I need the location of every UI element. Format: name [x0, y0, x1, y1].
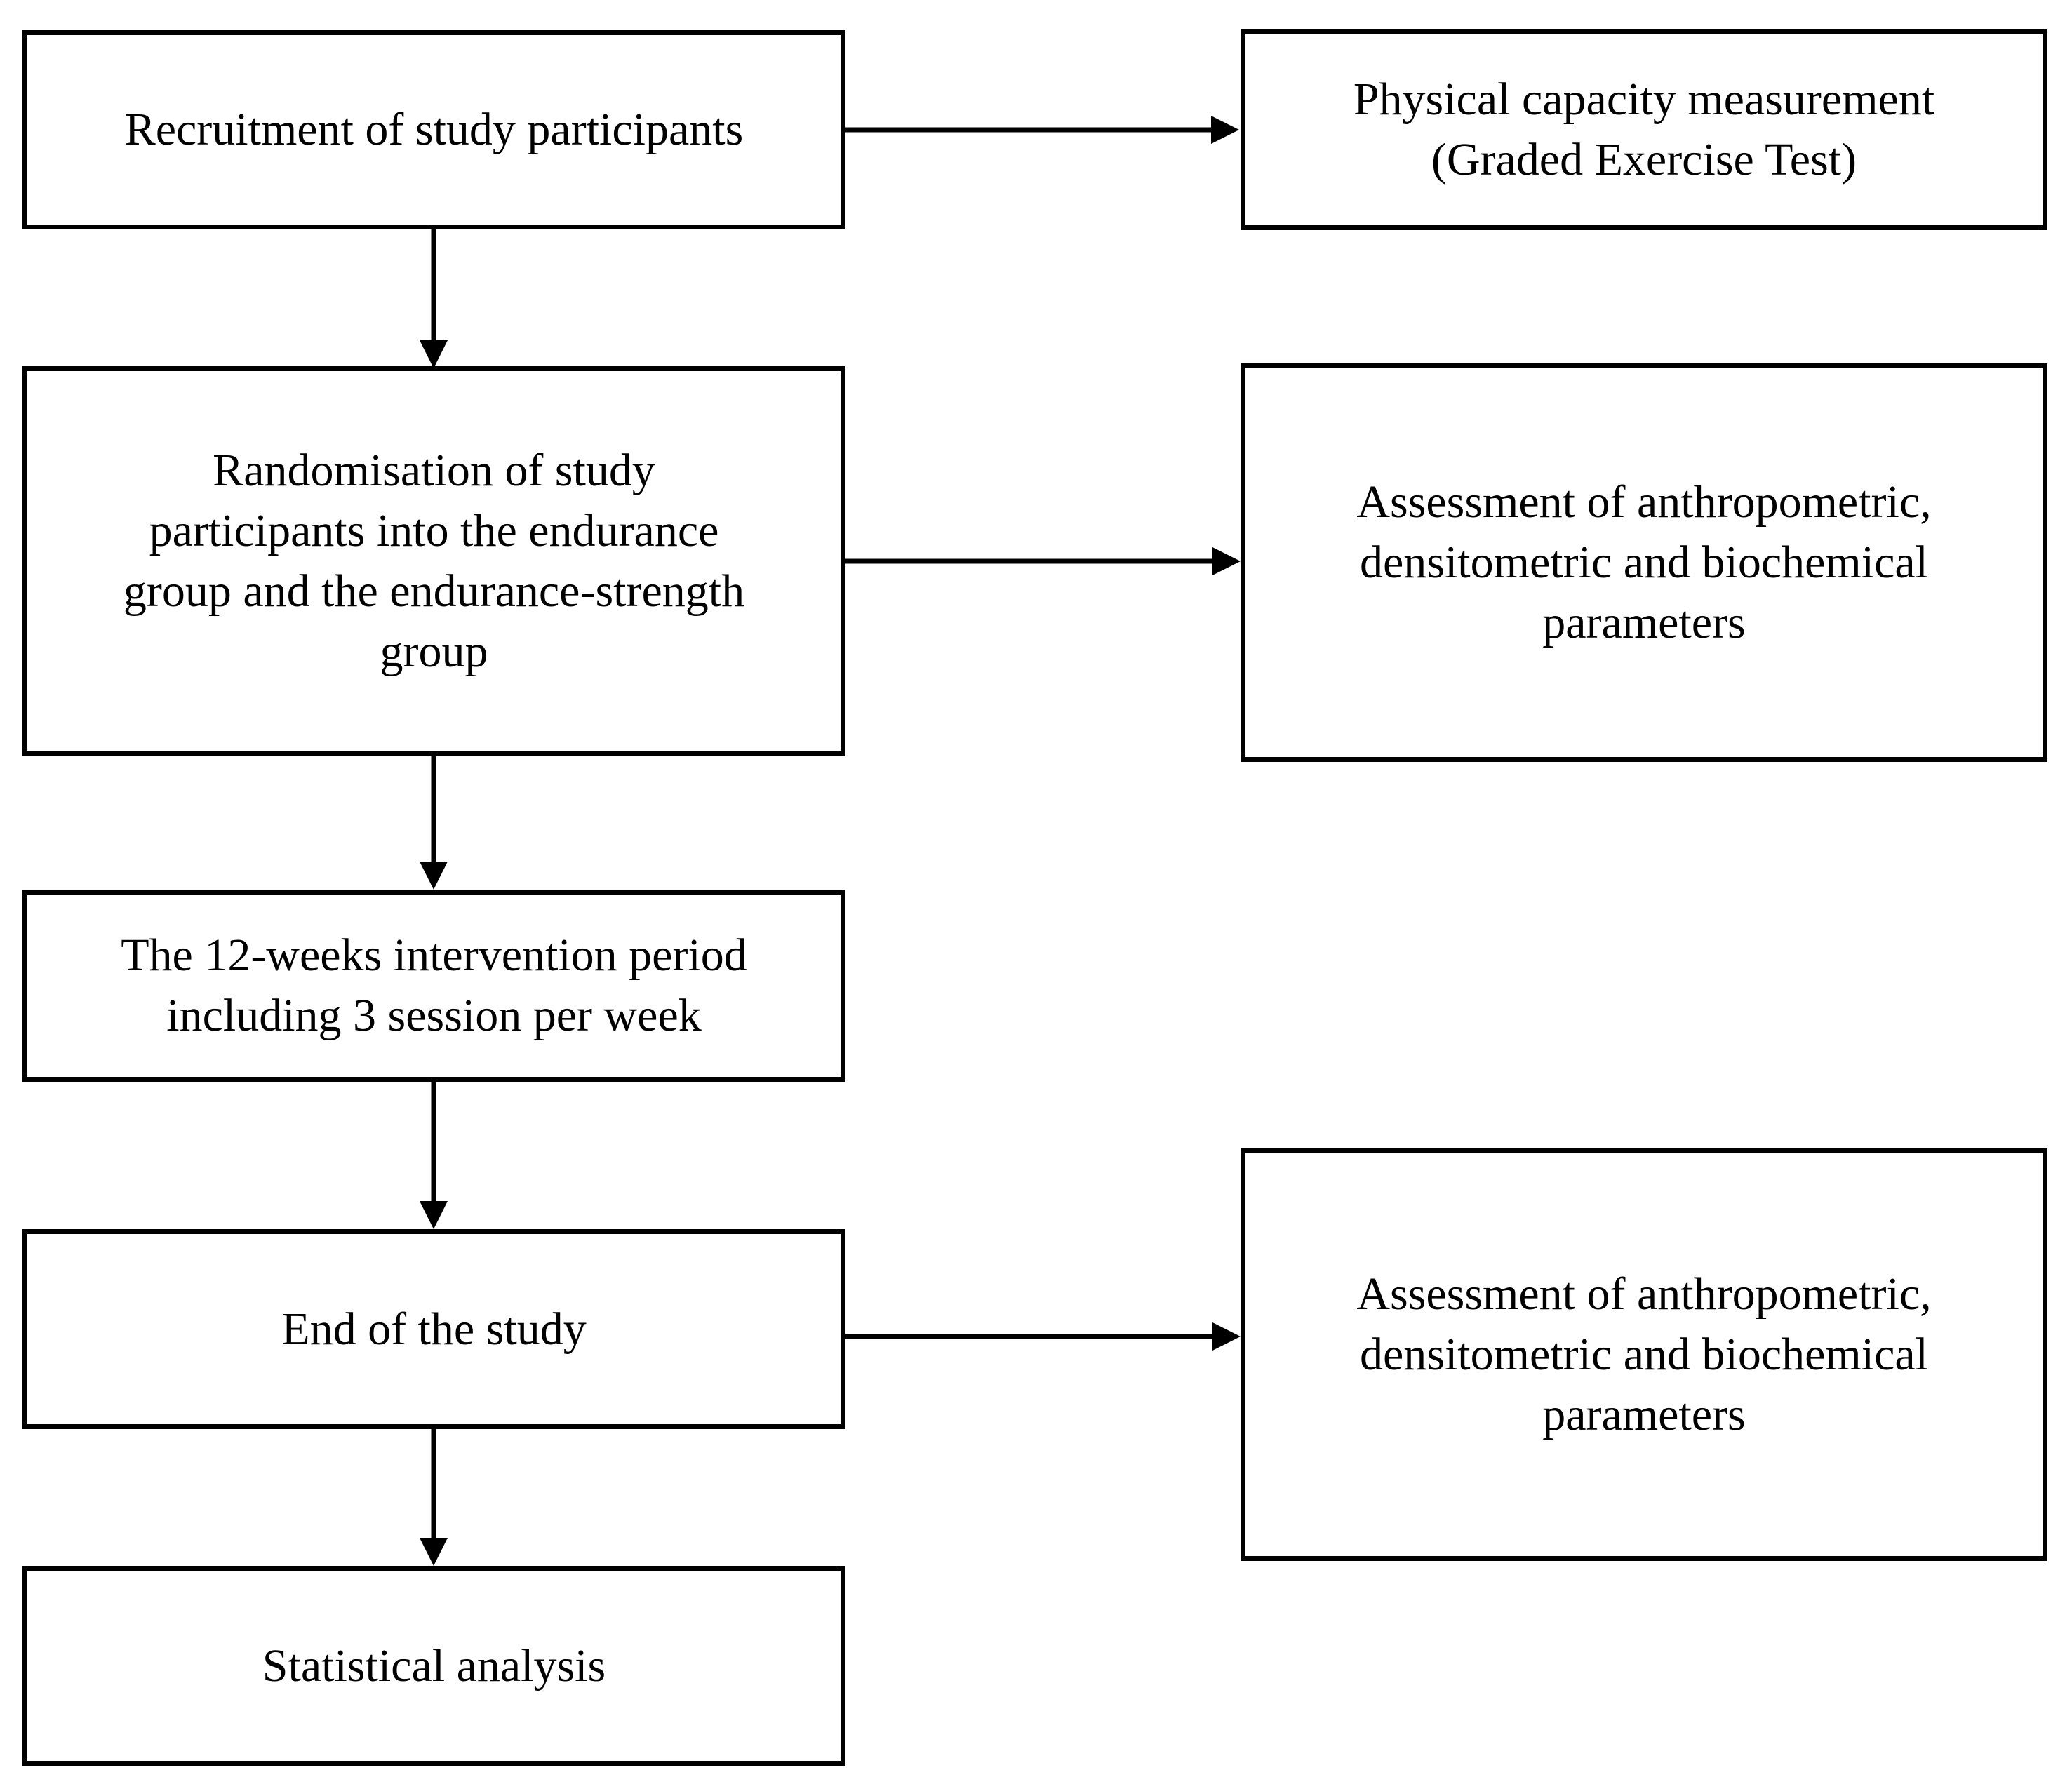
box-physical-capacity: Physical capacity measurement (Graded Ex…: [1241, 29, 2047, 230]
box-end-of-study-label: End of the study: [281, 1303, 587, 1355]
arrow-right-randomisation-to-assessment: [845, 547, 1241, 575]
arrow-down-recruitment-to-randomisation: [420, 229, 448, 368]
box-assessment-final: Assessment of anthropometric, densitomet…: [1241, 1148, 2047, 1561]
arrow-down-randomisation-to-intervention: [420, 756, 448, 890]
box-intervention-period: The 12-weeks intervention period includi…: [22, 890, 845, 1082]
box-statistical-analysis: Statistical analysis: [22, 1566, 845, 1766]
arrow-down-intervention-to-end: [420, 1082, 448, 1229]
box-randomisation-label: Randomisation of study participants into…: [123, 445, 745, 677]
box-intervention-period-label: The 12-weeks intervention period includi…: [121, 930, 747, 1041]
box-physical-capacity-label: Physical capacity measurement (Graded Ex…: [1353, 74, 1935, 185]
box-end-of-study: End of the study: [22, 1229, 845, 1429]
box-randomisation: Randomisation of study participants into…: [22, 366, 845, 756]
box-recruitment-label: Recruitment of study participants: [124, 104, 744, 156]
box-statistical-analysis-label: Statistical analysis: [262, 1640, 606, 1691]
box-assessment-baseline: Assessment of anthropometric, densitomet…: [1241, 363, 2047, 762]
box-assessment-baseline-label: Assessment of anthropometric, densitomet…: [1356, 476, 1932, 648]
arrow-right-recruitment-to-physical-capacity: [841, 116, 1239, 144]
box-recruitment: Recruitment of study participants: [22, 30, 845, 229]
box-assessment-final-label: Assessment of anthropometric, densitomet…: [1356, 1268, 1932, 1440]
arrow-down-end-to-statistics: [420, 1429, 448, 1566]
arrow-right-end-to-assessment: [845, 1322, 1241, 1351]
